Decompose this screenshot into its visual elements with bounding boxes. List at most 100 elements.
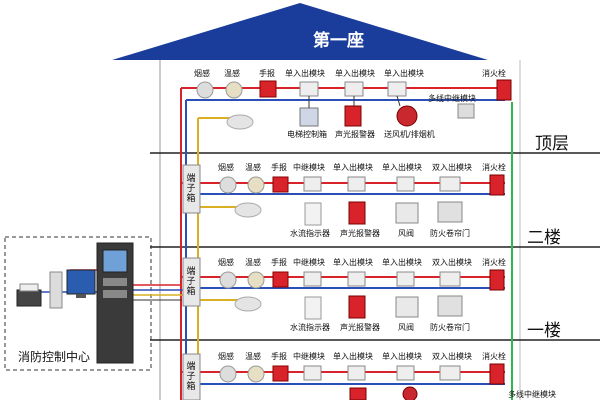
relay-module-icon xyxy=(457,103,475,119)
device-label: 温感 xyxy=(245,258,261,267)
device-label: 水流指示器 xyxy=(290,323,330,332)
junction-box-label: 箱 xyxy=(186,287,196,297)
io-module-icon xyxy=(396,365,415,381)
control-center-label: 消防控制中心 xyxy=(18,350,91,364)
heat-detector-icon xyxy=(247,176,265,194)
smoke-detector-icon xyxy=(219,176,237,194)
device-label: 送风机/排烟机 xyxy=(384,130,435,139)
device-label: 双入出模块 xyxy=(432,258,472,267)
device-label: 单入出模块 xyxy=(384,69,424,78)
floor-label-top: 顶层 xyxy=(535,134,569,154)
device-label: 风阀 xyxy=(398,229,414,238)
dual-io-module-icon xyxy=(439,271,461,287)
speaker-icon xyxy=(226,114,254,130)
device-label: 手报 xyxy=(259,69,275,78)
io-module-icon xyxy=(347,365,366,381)
device-label: 消火栓 xyxy=(482,352,506,361)
heat-detector-icon xyxy=(225,81,243,99)
shutter-door-icon xyxy=(437,295,463,317)
flow-indicator-icon xyxy=(304,296,322,320)
junction-box-b xyxy=(182,353,201,400)
junction-box-label: 子 xyxy=(186,372,196,382)
first-floor-devices xyxy=(181,269,505,320)
device-label: 温感 xyxy=(245,352,261,361)
dual-io-module-icon xyxy=(439,176,461,192)
hydrant-button-icon xyxy=(489,363,505,385)
io-module-icon xyxy=(344,81,364,97)
device-label: 水流指示器 xyxy=(290,229,330,238)
device-label: 声光报警器 xyxy=(340,323,380,332)
fan-icon xyxy=(396,105,418,127)
device-label: 烟感 xyxy=(218,352,234,361)
device-label: 风阀 xyxy=(398,323,414,332)
device-label: 电梯控制箱 xyxy=(287,130,327,139)
junction-box-label: 端 xyxy=(186,267,196,277)
junction-box-label: 端 xyxy=(186,174,196,184)
smoke-detector-icon xyxy=(219,271,237,289)
hydrant-button-icon xyxy=(496,79,512,101)
damper-icon xyxy=(395,202,419,224)
device-label: 中继模块 xyxy=(293,352,325,361)
pc-tower-icon xyxy=(49,271,63,309)
device-label: 消火栓 xyxy=(482,258,506,267)
smoke-detector-icon xyxy=(196,81,214,99)
device-label: 声光报警器 xyxy=(335,130,375,139)
hydrant-button-icon xyxy=(489,174,505,196)
device-label: 单入出模块 xyxy=(382,352,422,361)
device-label: 手报 xyxy=(271,163,287,172)
junction-box-label: 端 xyxy=(186,362,196,372)
manual-call-point-icon xyxy=(272,271,289,288)
shutter-door-icon xyxy=(437,201,463,223)
device-label: 单入出模块 xyxy=(333,163,373,172)
device-label: 声光报警器 xyxy=(340,229,380,238)
manual-call-point-icon xyxy=(272,176,289,193)
damper-icon xyxy=(395,296,419,318)
strobe-alarm-icon xyxy=(344,105,362,127)
monitor-icon xyxy=(66,269,96,295)
device-label: 手报 xyxy=(271,258,287,267)
device-label: 单入出模块 xyxy=(382,258,422,267)
manual-call-point-icon xyxy=(259,80,277,98)
device-label: 手报 xyxy=(271,352,287,361)
junction-box-label: 箱 xyxy=(186,194,196,204)
basement-devices xyxy=(181,363,505,400)
relay-module-icon xyxy=(303,271,322,287)
junction-box-label: 箱 xyxy=(186,382,196,392)
junction-box-1f xyxy=(182,257,201,307)
top-floor-devices xyxy=(181,79,512,130)
flow-indicator-icon xyxy=(304,202,322,226)
strobe-alarm-icon xyxy=(349,387,367,400)
device-label: 消火栓 xyxy=(482,69,506,78)
junction-box-label: 子 xyxy=(186,277,196,287)
junction-box-2f xyxy=(182,164,201,214)
control-center-frame xyxy=(4,236,152,371)
smoke-detector-icon xyxy=(219,365,237,383)
junction-box-label: 子 xyxy=(186,184,196,194)
heat-detector-icon xyxy=(247,365,265,383)
speaker-icon xyxy=(234,296,262,312)
device-label: 温感 xyxy=(224,69,240,78)
strobe-alarm-icon xyxy=(348,295,366,319)
io-module-icon xyxy=(347,176,366,192)
second-floor-devices xyxy=(181,174,505,226)
printer-icon xyxy=(16,289,42,307)
strobe-alarm-icon xyxy=(348,201,366,225)
device-label: 单入出模块 xyxy=(333,258,373,267)
device-label: 中继模块 xyxy=(293,258,325,267)
io-module-icon xyxy=(396,271,415,287)
device-label: 单入出模块 xyxy=(382,163,422,172)
io-module-icon xyxy=(396,176,415,192)
device-label: 温感 xyxy=(245,163,261,172)
device-label: 中继模块 xyxy=(293,163,325,172)
device-label: 消火栓 xyxy=(482,163,506,172)
speaker-icon xyxy=(234,202,262,218)
floor-label-2: 二楼 xyxy=(527,228,561,248)
manual-call-point-icon xyxy=(272,365,289,382)
relay-module-icon xyxy=(303,176,322,192)
io-module-icon xyxy=(299,81,319,97)
device-label: 烟感 xyxy=(218,163,234,172)
device-label: 烟感 xyxy=(194,69,210,78)
roof xyxy=(112,3,488,60)
building-title: 第一座 xyxy=(313,31,364,51)
